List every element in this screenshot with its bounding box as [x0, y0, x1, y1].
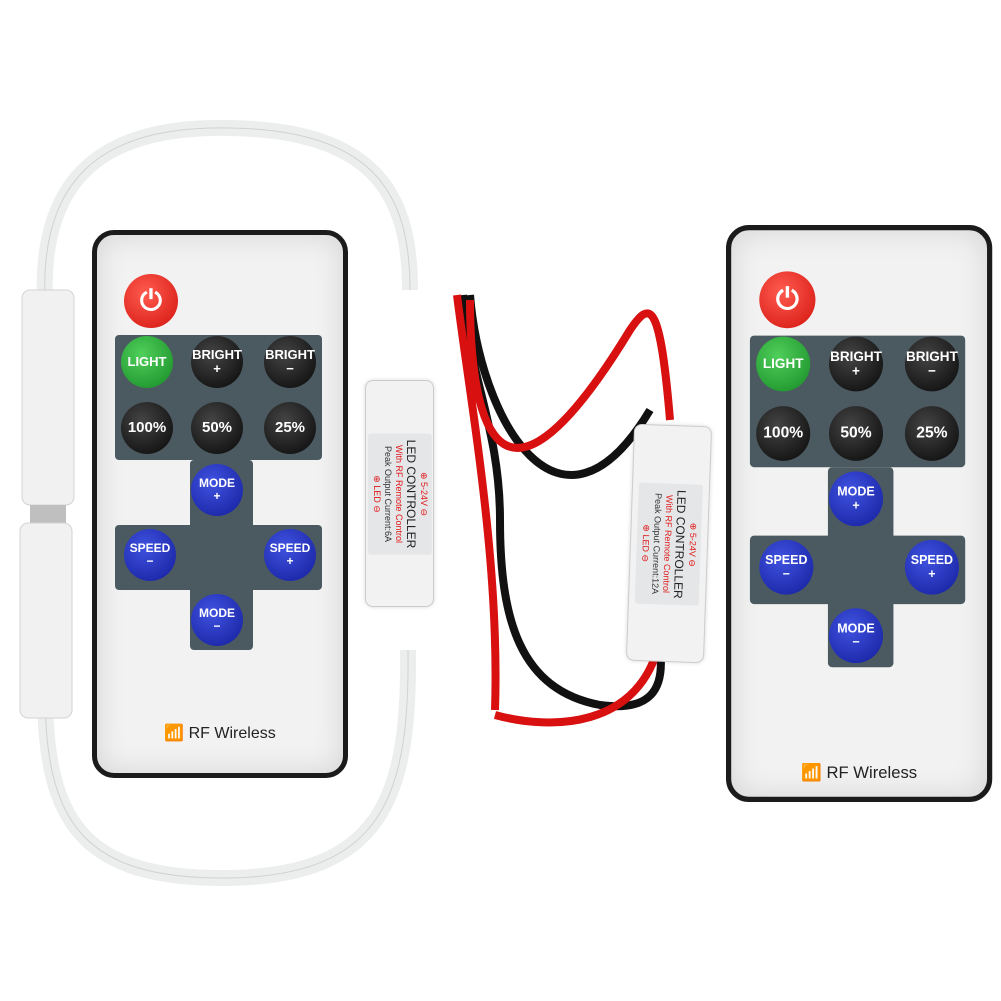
bright-plus-button[interactable]: BRIGHT+ [828, 336, 884, 392]
controller-label: ⊕ 5-24V ⊖ LED CONTROLLER With RF Remote … [367, 433, 432, 554]
mode-plus-button[interactable]: MODE+ [828, 471, 884, 527]
led-text: ⊕ LED ⊖ [371, 474, 382, 513]
dc-connector-pin [30, 505, 66, 523]
minus-label: − [146, 554, 154, 568]
mode-minus-button[interactable]: MODE− [828, 608, 884, 664]
bright-minus-button[interactable]: BRIGHT− [264, 336, 316, 388]
minus-label: − [213, 619, 221, 633]
wifi-icon: 📶 [164, 725, 185, 742]
rf-text: RF Wireless [826, 764, 918, 783]
power-icon: ⏻ [139, 284, 163, 316]
controller-label: ⊕ 5-24V ⊖ LED CONTROLLER With RF Remote … [635, 482, 703, 605]
plus-label: + [286, 554, 294, 568]
speed-label: SPEED [269, 541, 311, 556]
50-percent-button[interactable]: 50% [828, 406, 884, 461]
minus-label: − [286, 361, 294, 376]
red-wire [453, 294, 674, 727]
50-percent-button[interactable]: 50% [191, 402, 243, 454]
minus-label: − [852, 634, 860, 650]
led-controller-6a: ⊕ 5-24V ⊖ LED CONTROLLER With RF Remote … [365, 380, 434, 607]
power-button[interactable]: ⏻ [124, 274, 178, 328]
speed-label: SPEED [910, 552, 954, 568]
mode-label: MODE [837, 484, 875, 500]
dc-connector-male [19, 522, 73, 719]
p25-label: 25% [274, 419, 306, 437]
mode-plus-button[interactable]: MODE+ [191, 464, 243, 516]
bright-minus-button[interactable]: BRIGHT− [904, 336, 959, 392]
p50-label: 50% [201, 419, 233, 437]
light-button[interactable]: LIGHT [121, 336, 173, 388]
speed-minus-button[interactable]: SPEED− [759, 539, 814, 595]
wifi-icon: 📶 [801, 764, 822, 783]
100-percent-button[interactable]: 100% [121, 402, 173, 454]
bright-label: BRIGHT [265, 347, 315, 363]
rf-wireless-label: 📶 RF Wireless [97, 723, 343, 743]
minus-label: − [927, 362, 936, 379]
controller-title: LED CONTROLLER [403, 439, 418, 548]
mode-minus-button[interactable]: MODE− [191, 594, 243, 646]
p25-label: 25% [916, 424, 948, 443]
minus-label: − [782, 566, 790, 581]
bright-label: BRIGHT [830, 348, 882, 365]
p50-label: 50% [840, 424, 872, 443]
mode-label: MODE [199, 476, 235, 491]
plus-label: + [213, 489, 221, 503]
speed-label: SPEED [129, 541, 171, 556]
bright-label: BRIGHT [906, 348, 958, 365]
speed-plus-button[interactable]: SPEED+ [264, 529, 316, 581]
current-text: Peak Output Current:6A [382, 445, 393, 542]
bright-label: BRIGHT [192, 347, 242, 363]
mode-label: MODE [199, 606, 235, 621]
power-icon: ⏻ [775, 282, 799, 316]
speed-label: SPEED [765, 552, 808, 568]
p100-label: 100% [127, 419, 167, 437]
light-label: LIGHT [762, 355, 804, 372]
rf-wireless-label: 📶 RF Wireless [731, 762, 987, 783]
power-button[interactable]: ⏻ [759, 271, 816, 329]
plus-label: + [852, 362, 860, 379]
100-percent-button[interactable]: 100% [756, 406, 811, 461]
led-controller-12a: ⊕ 5-24V ⊖ LED CONTROLLER With RF Remote … [625, 423, 713, 664]
rf-text: RF Wireless [188, 725, 276, 742]
25-percent-button[interactable]: 25% [904, 406, 959, 461]
rf-remote-left: ⏻ LIGHT BRIGHT+ BRIGHT− 100% 50% 25% MOD… [92, 230, 348, 778]
25-percent-button[interactable]: 25% [264, 402, 316, 454]
plus-label: + [928, 566, 936, 581]
voltage-text: ⊕ 5-24V ⊖ [418, 471, 429, 516]
dc-connector-female [21, 289, 75, 506]
controller-subtitle: With RF Remote Control [393, 444, 404, 543]
light-button[interactable]: LIGHT [756, 336, 811, 392]
plus-label: + [852, 497, 860, 513]
speed-minus-button[interactable]: SPEED− [124, 529, 176, 581]
plus-label: + [213, 361, 221, 376]
p100-label: 100% [763, 424, 804, 443]
mode-label: MODE [837, 621, 875, 637]
speed-plus-button[interactable]: SPEED+ [904, 539, 959, 595]
rf-remote-right: ⏻ LIGHT BRIGHT+ BRIGHT− 100% 50% 25% MOD… [726, 225, 993, 803]
light-label: LIGHT [127, 354, 167, 370]
bright-plus-button[interactable]: BRIGHT+ [191, 336, 243, 388]
